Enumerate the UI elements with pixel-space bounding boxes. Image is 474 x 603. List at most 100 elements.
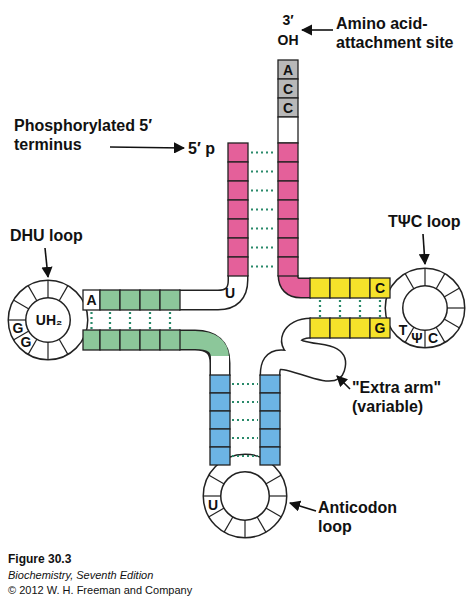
anticodon-stem bbox=[260, 411, 280, 429]
anticodon-stem bbox=[260, 447, 280, 465]
tpsic-loop-ring bbox=[405, 273, 414, 289]
leader-arrow bbox=[290, 503, 316, 511]
tpsic-stem bbox=[350, 278, 370, 298]
acceptor-stem bbox=[278, 257, 298, 276]
dhu-loop-ring bbox=[59, 339, 68, 355]
anticodon-loop-ring bbox=[212, 463, 278, 529]
base-pair-dots bbox=[232, 437, 258, 439]
acceptor-stem bbox=[278, 200, 298, 219]
callout-label: "Extra arm" (variable) bbox=[352, 378, 462, 416]
base-pair-dots bbox=[359, 300, 361, 317]
tpsic-loop-ring bbox=[394, 277, 456, 339]
dhu-loop-ring bbox=[13, 300, 29, 309]
acceptor-stem bbox=[228, 257, 248, 276]
end-label: 5′ p bbox=[188, 139, 215, 158]
acceptor-stem bbox=[228, 238, 248, 257]
anticodon-stem bbox=[260, 429, 280, 447]
dhu-stem bbox=[140, 290, 160, 310]
base-pair-dots bbox=[379, 300, 381, 317]
end-label: 3′ bbox=[282, 12, 293, 29]
base-pair-dots bbox=[251, 170, 276, 172]
dhu-loop-ring bbox=[59, 285, 68, 301]
base-pair-dots bbox=[251, 265, 276, 267]
acceptor-stem bbox=[228, 219, 248, 238]
dhu-stem bbox=[100, 290, 120, 310]
end-label: OH bbox=[278, 32, 299, 49]
callout-label: Phosphorylated 5′ terminus bbox=[14, 116, 164, 154]
acceptor-stem bbox=[228, 162, 248, 181]
backbone-band bbox=[288, 275, 311, 288]
figure-number: Figure 30.3 bbox=[8, 552, 71, 566]
base-letter: Ψ bbox=[411, 330, 422, 347]
leader-arrow bbox=[45, 30, 425, 511]
acceptor-stem bbox=[278, 219, 298, 238]
dhu-loop-ring bbox=[8, 280, 79, 360]
base-pair-dots bbox=[251, 227, 276, 229]
callout-label: Amino acid-attachment site bbox=[336, 14, 466, 52]
source-credit: Biochemistry, Seventh Edition bbox=[8, 569, 153, 582]
acceptor-stem bbox=[278, 98, 298, 117]
anticodon-stem bbox=[260, 375, 280, 393]
anticodon-stem bbox=[210, 429, 230, 447]
copyright-note: © 2012 W. H. Freeman and Company bbox=[8, 584, 192, 597]
base-pair-dots bbox=[149, 312, 151, 329]
tpsic-stem bbox=[310, 278, 330, 298]
dhu-stem bbox=[120, 290, 140, 310]
backbone-band bbox=[179, 340, 220, 376]
base-letter: U bbox=[225, 285, 235, 302]
dhu-stem bbox=[120, 330, 140, 350]
anticodon-loop-ring bbox=[224, 517, 233, 533]
tpsic-loop-ring bbox=[405, 268, 465, 348]
tpsic-stem bbox=[310, 318, 330, 338]
tpsic-loop-ring bbox=[424, 330, 425, 348]
acceptor-stem bbox=[278, 117, 298, 143]
backbone-band bbox=[211, 356, 229, 376]
leader-arrow bbox=[423, 234, 425, 264]
tpsic-loop-ring bbox=[394, 277, 456, 339]
dhu-stem bbox=[83, 290, 180, 350]
base-pair-dots bbox=[319, 300, 321, 317]
anticodon-stem bbox=[210, 375, 280, 465]
base-letter: C bbox=[283, 99, 293, 116]
backbone-band bbox=[179, 275, 336, 376]
base-pair-dots bbox=[232, 383, 258, 385]
anticodon-loop-ring bbox=[203, 463, 287, 538]
anticodon-loop-ring bbox=[203, 475, 287, 538]
tpsic-stem bbox=[350, 318, 370, 338]
anticodon-loop-ring bbox=[209, 475, 225, 484]
base-letter: C bbox=[283, 80, 293, 97]
dhu-loop-ring bbox=[17, 289, 79, 351]
anticodon-stem bbox=[210, 393, 230, 411]
tpsic-stem bbox=[330, 278, 350, 298]
dhu-stem bbox=[160, 330, 180, 350]
dhu-loop-ring bbox=[47, 280, 48, 298]
anticodon-stem bbox=[210, 411, 230, 429]
callout-label: TΨC loop bbox=[388, 212, 460, 231]
acceptor-stem bbox=[228, 143, 248, 162]
base-letter: G bbox=[21, 334, 32, 351]
tpsic-stem bbox=[310, 278, 390, 338]
base-letter: A bbox=[283, 61, 293, 78]
base-letter: U bbox=[208, 496, 218, 513]
anticodon-loop-ring bbox=[266, 475, 282, 484]
base-pair-dots bbox=[339, 300, 341, 317]
base-letter: C bbox=[375, 280, 385, 297]
anticodon-loop-ring bbox=[212, 463, 278, 529]
tpsic-loop-ring bbox=[447, 307, 465, 308]
anticodon-loop-ring bbox=[257, 517, 266, 533]
tpsic-loop-ring bbox=[424, 268, 425, 286]
backbone-band bbox=[179, 340, 220, 358]
anticodon-loop-ring bbox=[266, 508, 282, 517]
dhu-stem bbox=[140, 330, 160, 350]
acceptor-stem bbox=[228, 200, 248, 219]
tpsic-stem bbox=[370, 318, 390, 338]
base-pair-dots bbox=[90, 312, 92, 329]
dhu-loop-ring bbox=[17, 289, 79, 351]
base-pair-dots bbox=[232, 455, 258, 457]
base-pair-dots bbox=[251, 208, 276, 210]
tpsic-loop-ring bbox=[444, 319, 460, 328]
anticodon-stem bbox=[210, 375, 230, 393]
acceptor-stem bbox=[278, 79, 298, 98]
base-pair-dots bbox=[232, 401, 258, 403]
